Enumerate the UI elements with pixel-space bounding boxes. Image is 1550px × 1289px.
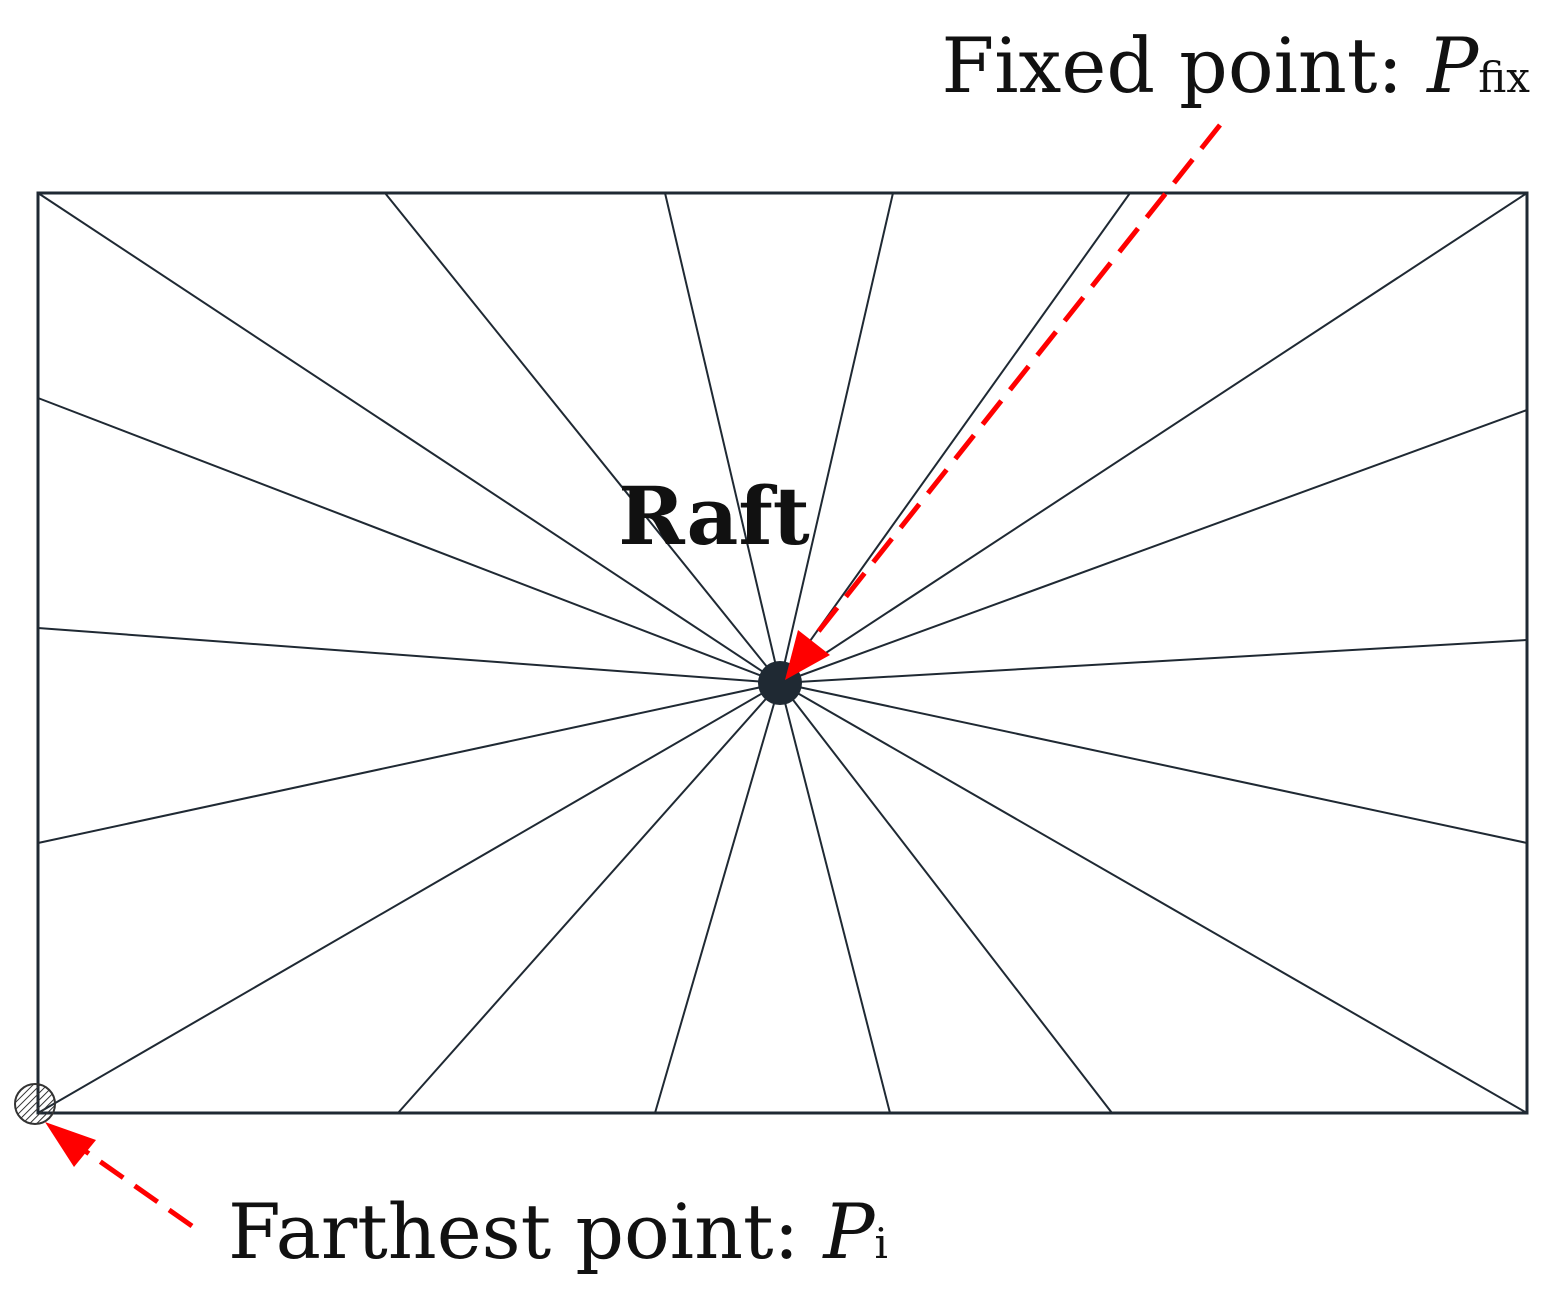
fixed-point-label: Fixed point: Pfix: [942, 21, 1531, 110]
radial-line: [779, 682, 1528, 1114]
radial-line: [37, 682, 781, 844]
farthest-point-arrowhead: [45, 1122, 96, 1167]
raft-outline: [36, 191, 1529, 1115]
farthest-point-subscript: i: [875, 1219, 888, 1268]
radial-line: [664, 192, 781, 684]
fixed-point-text: Fixed point:: [942, 21, 1428, 110]
radial-line: [37, 397, 781, 684]
radial-line: [779, 682, 1113, 1114]
radial-line: [779, 682, 891, 1114]
farthest-point-arrow-line: [76, 1143, 194, 1229]
radial-line: [779, 192, 894, 684]
radial-line: [37, 682, 781, 1114]
farthest-point-symbol: P: [821, 1187, 876, 1276]
radial-line: [779, 192, 1131, 684]
radial-line: [779, 409, 1528, 684]
radial-line: [37, 192, 781, 684]
fixed-point-symbol: P: [1425, 21, 1480, 110]
radial-line: [779, 682, 1528, 844]
raft-label: Raft: [618, 469, 810, 563]
radial-line: [384, 192, 781, 684]
farthest-point-marker: [14, 1083, 56, 1125]
farthest-point-text: Farthest point:: [228, 1187, 823, 1276]
radial-line: [654, 682, 781, 1114]
radial-line: [397, 682, 781, 1114]
fixed-point-arrow-line: [808, 123, 1222, 644]
radial-line: [779, 192, 1528, 684]
farthest-point-label: Farthest point: Pi: [228, 1187, 888, 1276]
fixed-point-arrowhead: [785, 630, 830, 680]
radial-line: [37, 627, 781, 684]
radial-line: [779, 639, 1528, 684]
fixed-point-subscript: fix: [1478, 53, 1530, 102]
radial-lines: [37, 192, 1528, 1114]
